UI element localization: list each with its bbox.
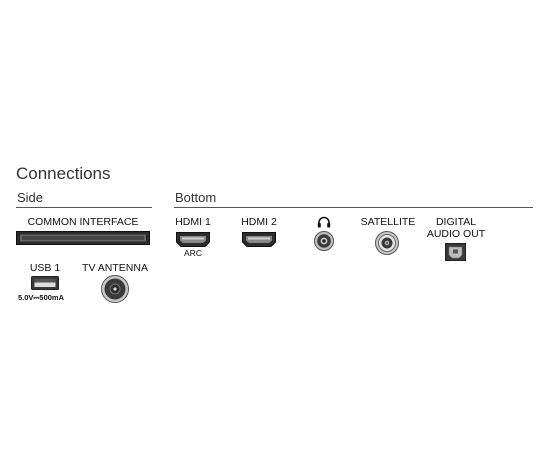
hdmi1-arc-label: ARC — [184, 248, 202, 258]
digital-audio-out-label-line2: AUDIO OUT — [426, 228, 486, 240]
satellite-port-icon — [375, 231, 399, 255]
common-interface-label: COMMON INTERFACE — [27, 216, 139, 228]
hdmi1-port-icon — [176, 232, 210, 247]
headphone-jack-icon — [314, 231, 334, 251]
section-bottom-title: Bottom — [175, 190, 217, 205]
tv-antenna-label: TV ANTENNA — [82, 262, 148, 274]
side-divider — [16, 207, 152, 208]
headphones-icon — [317, 216, 331, 228]
usb1-label: USB 1 — [29, 262, 61, 274]
usb-port-icon — [31, 276, 59, 290]
usb1-power-spec: 5.0V⎓500mA — [18, 293, 65, 302]
hdmi2-label: HDMI 2 — [241, 216, 277, 228]
digital-audio-out-label-line1: DIGITAL — [435, 216, 477, 228]
page-title: Connections — [16, 164, 111, 183]
optical-audio-port-icon — [445, 243, 466, 261]
satellite-label: SATELLITE — [360, 216, 416, 228]
antenna-port-icon — [101, 275, 129, 303]
bottom-divider — [174, 207, 533, 208]
section-side-title: Side — [17, 190, 44, 205]
hdmi2-port-icon — [242, 232, 276, 247]
common-interface-slot-icon — [16, 231, 150, 245]
hdmi1-label: HDMI 1 — [175, 216, 211, 228]
